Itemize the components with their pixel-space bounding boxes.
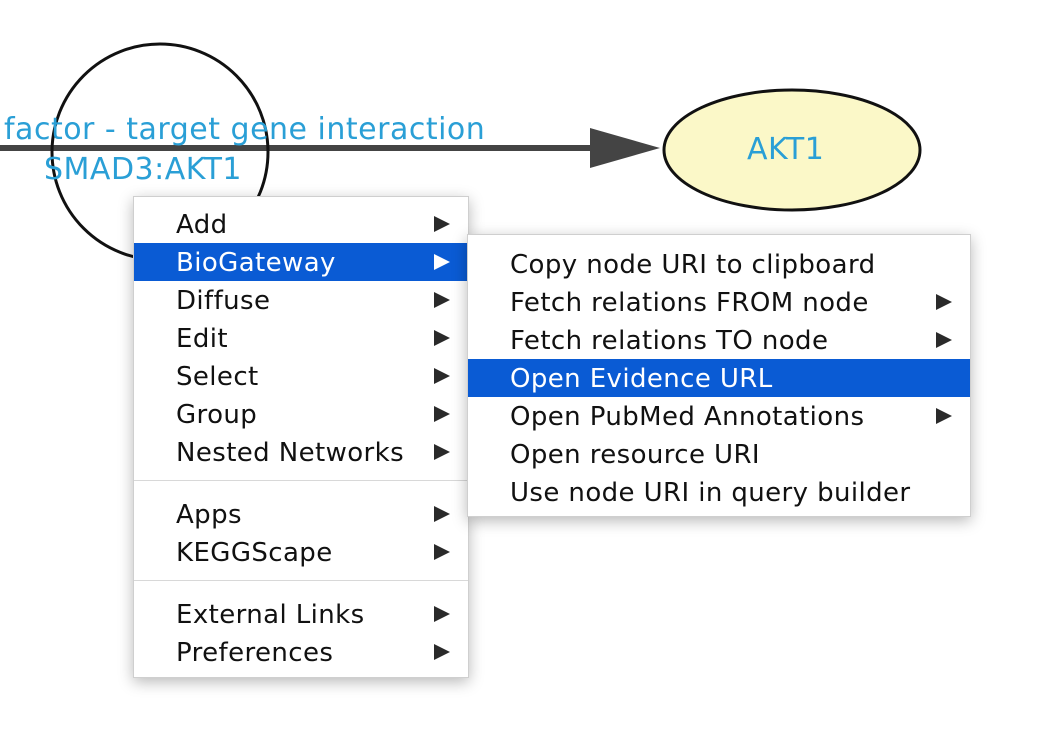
menu-item-label: Use node URI in query builder bbox=[510, 478, 911, 508]
menu-item-label: Open PubMed Annotations bbox=[510, 402, 865, 432]
submenu-arrow-icon bbox=[434, 330, 450, 346]
submenu-arrow-icon bbox=[434, 606, 450, 622]
menu-item-label: Preferences bbox=[176, 638, 334, 668]
menu-item-add[interactable]: Add bbox=[134, 205, 468, 243]
submenu-arrow-icon bbox=[434, 292, 450, 308]
menu-item-label: Open resource URI bbox=[510, 440, 760, 470]
menu-item-label: Fetch relations FROM node bbox=[510, 288, 869, 318]
submenu-arrow-icon bbox=[434, 216, 450, 232]
edge-label-line1: factor - target gene interaction bbox=[4, 112, 486, 147]
menu-item-label: Select bbox=[176, 362, 259, 392]
submenu-item-copy-node-uri-to-clipboard[interactable]: Copy node URI to clipboard bbox=[468, 245, 970, 283]
menu-item-label: Add bbox=[176, 210, 228, 240]
menu-item-keggscape[interactable]: KEGGScape bbox=[134, 533, 468, 571]
submenu-arrow-icon bbox=[434, 644, 450, 660]
submenu-arrow-icon bbox=[434, 254, 450, 270]
menu-item-edit[interactable]: Edit bbox=[134, 319, 468, 357]
submenu-arrow-icon bbox=[936, 408, 952, 424]
submenu-item-fetch-relations-from-node[interactable]: Fetch relations FROM node bbox=[468, 283, 970, 321]
edge-label-line2: SMAD3:AKT1 bbox=[44, 152, 243, 187]
menu-item-biogateway[interactable]: BioGateway bbox=[134, 243, 468, 281]
menu-separator bbox=[134, 480, 468, 481]
menu-item-select[interactable]: Select bbox=[134, 357, 468, 395]
menu-item-label: Apps bbox=[176, 500, 242, 530]
submenu-arrow-icon bbox=[434, 544, 450, 560]
menu-item-preferences[interactable]: Preferences bbox=[134, 633, 468, 671]
menu-item-diffuse[interactable]: Diffuse bbox=[134, 281, 468, 319]
menu-item-label: Fetch relations TO node bbox=[510, 326, 829, 356]
menu-item-label: Nested Networks bbox=[176, 438, 405, 468]
submenu-arrow-icon bbox=[434, 406, 450, 422]
menu-item-group[interactable]: Group bbox=[134, 395, 468, 433]
edge-arrowhead bbox=[590, 128, 660, 168]
menu-item-label: Diffuse bbox=[176, 286, 271, 316]
submenu-item-open-pubmed-annotations[interactable]: Open PubMed Annotations bbox=[468, 397, 970, 435]
menu-item-label: Edit bbox=[176, 324, 228, 354]
menu-item-external-links[interactable]: External Links bbox=[134, 595, 468, 633]
submenu-item-use-node-uri-in-query-builder[interactable]: Use node URI in query builder bbox=[468, 473, 970, 511]
submenu-item-open-resource-uri[interactable]: Open resource URI bbox=[468, 435, 970, 473]
menu-item-label: BioGateway bbox=[176, 248, 336, 278]
menu-item-label: Copy node URI to clipboard bbox=[510, 250, 876, 280]
menu-item-label: KEGGScape bbox=[176, 538, 333, 568]
submenu-item-open-evidence-url[interactable]: Open Evidence URL bbox=[468, 359, 970, 397]
menu-item-label: Group bbox=[176, 400, 258, 430]
akt1-node-label: AKT1 bbox=[747, 132, 825, 167]
menu-item-label: External Links bbox=[176, 600, 365, 630]
menu-item-label: Open Evidence URL bbox=[510, 364, 773, 394]
submenu-arrow-icon bbox=[936, 332, 952, 348]
submenu-arrow-icon bbox=[434, 506, 450, 522]
menu-item-nested-networks[interactable]: Nested Networks bbox=[134, 433, 468, 471]
submenu-arrow-icon bbox=[434, 444, 450, 460]
submenu-item-fetch-relations-to-node[interactable]: Fetch relations TO node bbox=[468, 321, 970, 359]
akt1-node[interactable] bbox=[662, 88, 922, 212]
menu-item-apps[interactable]: Apps bbox=[134, 495, 468, 533]
menu-separator bbox=[134, 580, 468, 581]
submenu-arrow-icon bbox=[936, 294, 952, 310]
submenu-arrow-icon bbox=[434, 368, 450, 384]
